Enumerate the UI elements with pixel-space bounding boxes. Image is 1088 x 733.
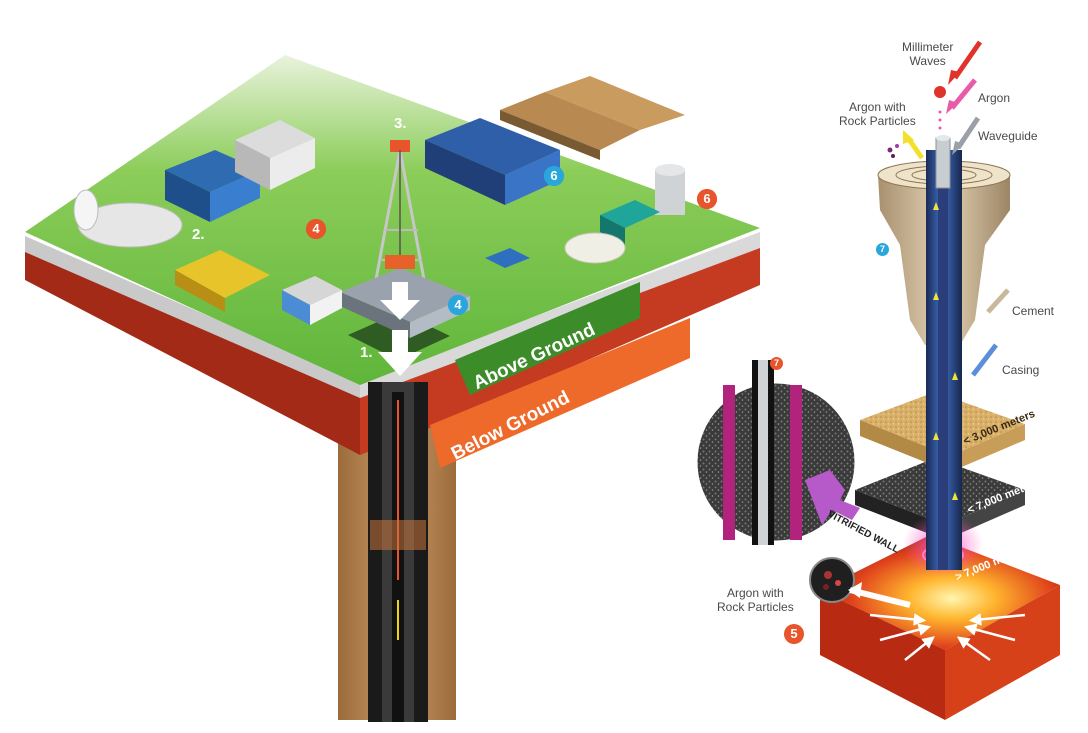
teal-compressor	[600, 200, 660, 245]
badge-6-orange: 6	[697, 189, 717, 209]
badge-7-blue: 7	[876, 243, 889, 256]
millimeter-wave-ball	[934, 86, 946, 98]
cement-label: Cement	[1012, 304, 1055, 318]
argon-rock-bottom-label: Argon with Rock Particles	[717, 586, 794, 614]
badge-4-blue: 4	[448, 295, 468, 315]
cooling-tower	[655, 164, 685, 215]
waveguide-rod	[935, 137, 951, 189]
badge-6-blue: 6	[544, 166, 564, 186]
well-casing	[368, 382, 428, 722]
down-arrow-lower	[378, 352, 422, 376]
site-cabin	[282, 276, 342, 325]
millimeter-waves-label: Millimeter Waves	[902, 40, 954, 68]
water-treatment	[500, 76, 685, 160]
lava-block-top	[820, 535, 1060, 650]
below-ground-band	[430, 318, 690, 468]
storage-tank	[73, 189, 183, 248]
step-2-label: 2.	[192, 226, 205, 243]
badge-4-orange: 4	[306, 219, 326, 239]
solar-panels	[485, 248, 530, 268]
input-arrows	[903, 40, 1010, 377]
control-building	[235, 120, 315, 190]
white-tank-right	[564, 232, 626, 264]
generator-unit	[175, 250, 270, 312]
step-1-label: 1.	[360, 344, 373, 361]
argon-label: Argon	[978, 91, 1011, 105]
compute-array	[425, 118, 560, 205]
soil-layer-left	[25, 245, 360, 455]
casing-label: Casing	[1002, 363, 1040, 377]
argon-rock-top-label: Argon with Rock Particles	[839, 100, 916, 128]
borehole-detail	[694, 40, 1060, 720]
badge-7-orange: 7	[770, 357, 783, 370]
waveguide-label: Waveguide	[978, 129, 1038, 143]
badge-5: 5	[784, 624, 804, 644]
vitrified-arrow	[805, 470, 860, 525]
heat-arrows	[869, 613, 1026, 662]
down-arrow-upper	[380, 300, 420, 320]
site-block	[25, 55, 760, 722]
step-3-label: 3.	[394, 115, 407, 132]
particle-magnifier	[809, 557, 855, 603]
above-ground-band	[455, 282, 640, 395]
